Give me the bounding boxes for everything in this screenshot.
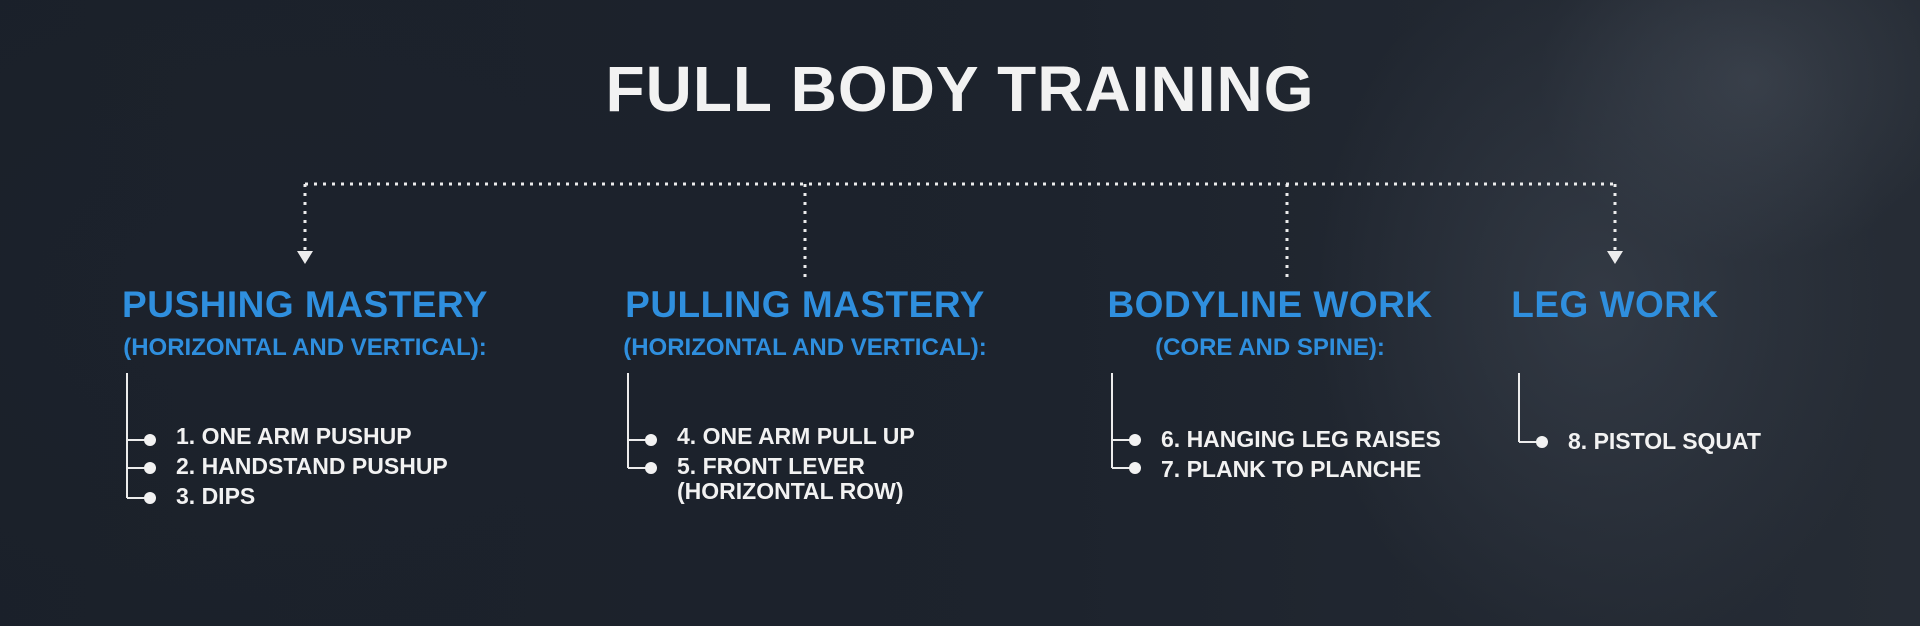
arrow-pushing: [297, 251, 313, 264]
subheading-text: (HORIZONTAL AND VERTICAL):: [123, 334, 487, 361]
leg-heading: LEG WORK: [1470, 284, 1760, 326]
bodyline-heading: BODYLINE WORK (CORE AND SPINE):: [1090, 284, 1450, 362]
pulling-heading: PULLING MASTERY (HORIZONTAL AND VERTICAL…: [595, 284, 1015, 362]
subheading-text: (HORIZONTAL AND VERTICAL):: [623, 334, 987, 361]
heading-text: PULLING MASTERY: [625, 284, 985, 325]
subheading-text: (CORE AND SPINE):: [1155, 334, 1385, 361]
tree-pushing: [126, 373, 156, 504]
tree-pulling: [627, 373, 657, 474]
arrow-leg: [1607, 251, 1623, 264]
list-item: 6. HANGING LEG RAISES: [1161, 426, 1441, 452]
list-item: 8. PISTOL SQUAT: [1568, 428, 1761, 454]
list-item: 1. ONE ARM PUSHUP: [176, 423, 412, 449]
heading-text: BODYLINE WORK: [1107, 284, 1433, 325]
list-item: 4. ONE ARM PULL UP: [677, 423, 915, 449]
heading-text: LEG WORK: [1511, 284, 1719, 325]
tree-bodyline: [1111, 373, 1141, 474]
list-item: 2. HANDSTAND PUSHUP: [176, 453, 448, 479]
list-item: 3. DIPS: [176, 483, 256, 509]
list-item: (HORIZONTAL ROW): [677, 478, 904, 504]
list-item: 5. FRONT LEVER: [677, 453, 865, 479]
diagram-title: FULL BODY TRAINING: [605, 53, 1315, 125]
list-item: 7. PLANK TO PLANCHE: [1161, 456, 1422, 482]
tree-leg: [1518, 373, 1548, 448]
heading-text: PUSHING MASTERY: [122, 284, 488, 325]
pushing-heading: PUSHING MASTERY (HORIZONTAL AND VERTICAL…: [95, 284, 515, 362]
